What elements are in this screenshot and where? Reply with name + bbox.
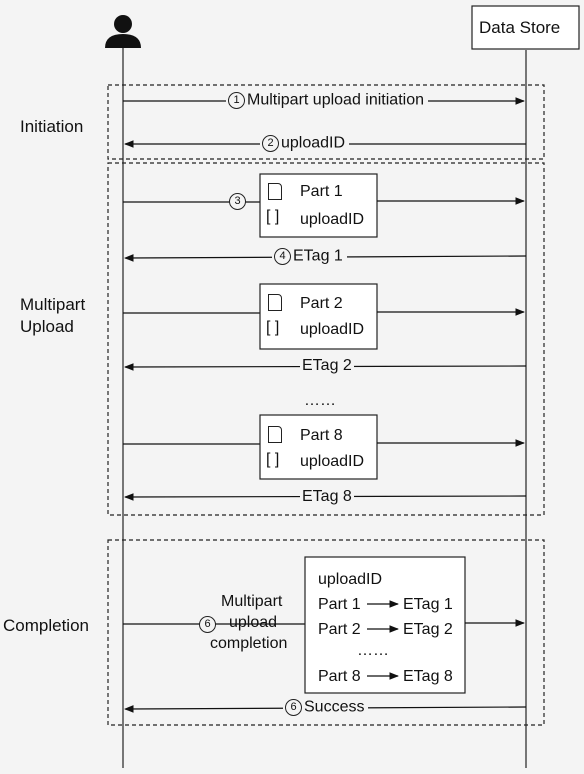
parts-ellipsis: …… [304, 392, 336, 409]
step4-number: 4 [274, 248, 291, 265]
part8-label: Part 8 [300, 427, 343, 444]
phase-multipart-line2: Upload [20, 317, 74, 336]
phase-initiation: Initiation [20, 117, 84, 136]
completion-etag1: ETag 1 [403, 596, 453, 613]
completion-part8: Part 8 [318, 668, 361, 685]
document-icon [268, 426, 282, 443]
completion-part2: Part 2 [318, 621, 361, 638]
etag8-label: ETag 8 [300, 488, 354, 505]
completion-box [304, 556, 466, 694]
step2-number: 2 [262, 135, 279, 152]
datastore-box [471, 5, 580, 50]
document-icon [268, 183, 282, 200]
phase-multipart-line1: Multipart [20, 295, 86, 314]
multipart-frame [107, 162, 545, 516]
datastore-label: Data Store [479, 18, 561, 37]
bracket-icon: [ ] [266, 319, 280, 336]
bracket-icon: [ ] [266, 208, 280, 225]
completion-ellipsis: …… [357, 642, 389, 659]
step1-number: 1 [228, 92, 245, 109]
completion-etag8: ETag 8 [403, 668, 453, 685]
completion-etag2: ETag 2 [403, 621, 453, 638]
initiation-frame [107, 84, 545, 160]
bracket-icon: [ ] [266, 451, 280, 468]
phase-completion: Completion [3, 616, 89, 635]
step2-label: uploadID [281, 134, 346, 152]
step6b-number: 6 [285, 699, 302, 716]
completion-part1: Part 1 [318, 596, 361, 613]
part1-uploadid: uploadID [300, 211, 365, 228]
completion-frame [107, 539, 545, 726]
step6-number: 6 [199, 616, 216, 633]
step3-number: 3 [229, 193, 246, 210]
step1-label: Multipart upload initiation [247, 91, 424, 109]
part8-box [259, 414, 378, 480]
step4-label: ETag 1 [293, 247, 343, 265]
part2-label: Part 2 [300, 295, 343, 312]
part2-uploadid: uploadID [300, 321, 365, 338]
part1-label: Part 1 [300, 183, 343, 200]
step6-label-line3: completion [210, 635, 288, 652]
etag2-label: ETag 2 [300, 357, 354, 374]
user-icon [105, 15, 141, 48]
document-icon [268, 294, 282, 311]
step6-label-line1: Multipart [221, 593, 283, 610]
part8-uploadid: uploadID [300, 453, 365, 470]
step6-label-line2: upload [229, 614, 278, 631]
success-label: Success [304, 698, 365, 716]
completion-uploadid: uploadID [318, 571, 383, 588]
